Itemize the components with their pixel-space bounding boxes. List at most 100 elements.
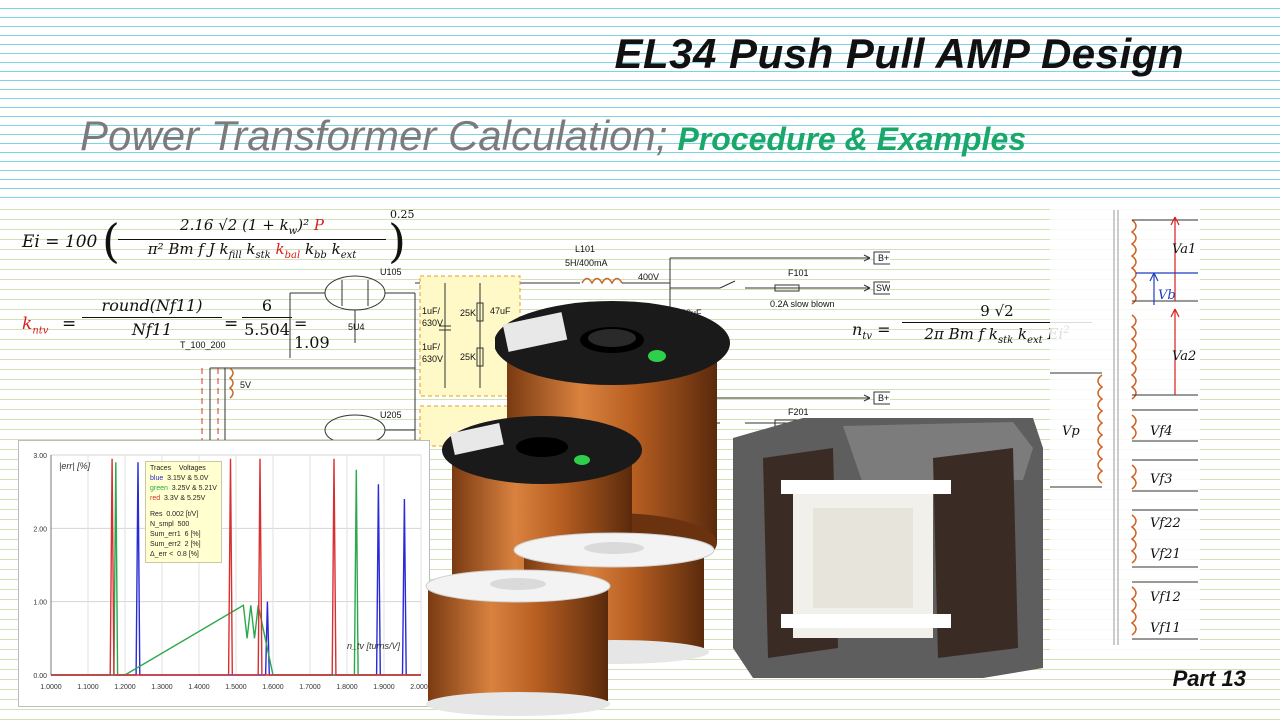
winding-vf2 (1130, 514, 1137, 564)
ntv-lhs: ntv = (852, 320, 891, 343)
choke-spec: 5H/400mA (565, 258, 608, 268)
choke-label: L101 (575, 244, 595, 254)
legend-color-green: green (150, 485, 168, 492)
stat-value: 6 (184, 531, 189, 538)
x-tick-label: 1.6000 (262, 684, 284, 691)
stat-value: 0.8 (177, 551, 187, 558)
output-b-plus-2-label: B+ (878, 393, 889, 403)
legend-stat-sum1: Sum_err1 6 [%] (150, 530, 217, 540)
legend-value-green: 3.25V & 5.21V (171, 485, 217, 492)
stat-value: 2 (184, 541, 189, 548)
x-tick-label: 1.8000 (336, 684, 358, 691)
ei-paren-right: ) (388, 214, 406, 268)
series-line-red (51, 458, 421, 676)
cap1-label: 1uF/ (422, 306, 441, 316)
kntv-denominator: Nf11 (131, 320, 173, 339)
x-tick-label: 1.7000 (299, 684, 321, 691)
kntv-fraction: round(Nf11) Nf11 (82, 296, 222, 339)
wire-spool-small-front (425, 569, 611, 716)
ei-numerator: 2.16 √2 (1 + kw)² P (180, 216, 324, 237)
kntv-bar (82, 317, 222, 318)
kntv-fraction-2: 6 5.504 (242, 296, 292, 339)
ei-lhs: Ei = 100 (22, 232, 98, 252)
label-vb: Vb (1158, 288, 1176, 303)
stat-key: Δ_err < (150, 551, 174, 558)
y-tick-label: 1.00 (33, 600, 47, 607)
ei-fraction: 2.16 √2 (1 + kw)² P π² Bm f J kfill kstk… (118, 216, 386, 261)
cap2-label: 1uF/ (422, 342, 441, 352)
kntv-mid-num: 6 (261, 296, 273, 315)
label-vf4: Vf4 (1150, 424, 1172, 439)
stat-key: Res (150, 511, 163, 518)
winding-va2 (1130, 314, 1137, 400)
label-vf11: Vf11 (1150, 621, 1181, 636)
kntv-lhs: kntv (22, 314, 49, 337)
legend-row-green: green 3.25V & 5.21V (150, 484, 217, 494)
transformer-winding-diagram: Va1 Vb Va2 Vp Vf4 Vf3 Vf22 Vf21 Vf12 Vf1… (1050, 205, 1200, 650)
y-tick-label: 0.00 (33, 673, 47, 680)
label-vf22: Vf22 (1150, 516, 1181, 531)
y-tick-label: 3.00 (33, 453, 47, 460)
stat-key: Sum_err1 (150, 531, 181, 538)
legend-value-blue: 3.15V & 5.0V (167, 475, 209, 482)
legend-row-blue: blue 3.15V & 5.0V (150, 474, 217, 484)
label-va2: Va2 (1172, 349, 1196, 364)
legend-value-red: 3.3V & 5.25V (164, 495, 206, 502)
kntv-mid-den: 5.504 (244, 320, 290, 339)
fuse1-spec: 0.2A slow blown (770, 299, 835, 309)
cap1-rating: 630V (422, 318, 443, 328)
output-b-plus-1 (873, 251, 890, 265)
kntv-bar-2 (242, 317, 292, 318)
winding-vf1 (1130, 586, 1137, 636)
legend-row-red: red 3.3V & 5.25V (150, 494, 217, 504)
legend-header-voltages: Voltages (178, 465, 206, 472)
legend-color-blue: blue (150, 475, 164, 482)
stat-key: Sum_err2 (150, 541, 181, 548)
ei-equation: Ei = 100 ( 2.16 √2 (1 + kw)² P π² Bm f J… (22, 208, 422, 272)
y-tick-label: 2.00 (33, 526, 47, 533)
stat-key: N_smpl (150, 521, 174, 528)
winding-vp (1097, 374, 1104, 484)
x-tick-label: 1.1000 (77, 684, 99, 691)
stat-value: 0.002 (166, 511, 184, 518)
x-tick-label: 1.2000 (114, 684, 136, 691)
page-title: EL34 Push Pull AMP Design (614, 30, 1184, 77)
cap3-label: 47uF (490, 306, 511, 316)
stat-unit: [t/V] (185, 511, 199, 518)
kntv-equals: = (62, 314, 77, 334)
kntv-result: = 1.09 (294, 314, 330, 352)
ei-paren-left: ( (102, 214, 120, 268)
output-b-plus-2 (873, 391, 890, 405)
tube2-label: U205 (380, 410, 402, 420)
x-tick-label: 1.3000 (151, 684, 173, 691)
series-line-green (51, 462, 421, 676)
ei-fraction-bar (118, 239, 386, 240)
legend-header-traces: Traces (150, 465, 172, 472)
ei-denominator: π² Bm f J kfill kstk kbal kbb kext (147, 240, 357, 261)
x-tick-label: 1.4000 (188, 684, 210, 691)
heater-label: 5V (240, 380, 251, 390)
stat-unit: [%] (190, 541, 201, 548)
graph-legend: Traces Voltages blue 3.15V & 5.0V green … (145, 461, 222, 563)
psu-schematic: L101 5H/400mA 400V U105 5U4 U205 F101 0.… (201, 244, 890, 448)
legend-header: Traces Voltages (150, 464, 217, 474)
stat-value: 500 (177, 521, 190, 528)
label-vf12: Vf12 (1150, 590, 1181, 605)
output-b-plus-1-label: B+ (878, 253, 889, 263)
kntv-equation: kntv = round(Nf11) Nf11 = 6 5.504 = 1.09… (22, 296, 342, 356)
label-vf21: Vf21 (1150, 547, 1181, 562)
output-swb-plus (873, 281, 890, 295)
graph-y-label: |err| [%] (59, 461, 91, 471)
fuse1-label: F101 (788, 268, 809, 278)
subtitle-main: Power Transformer Calculation; (80, 112, 668, 159)
subtitle-accent: Procedure & Examples (677, 121, 1027, 157)
winding-vf3 (1130, 464, 1137, 490)
stat-unit: [%] (188, 551, 199, 558)
kntv-equals-2: = (224, 314, 239, 334)
subtitle: Power Transformer Calculation;Procedure … (80, 112, 1026, 160)
graph-x-label: n_tv [turns/V] (347, 641, 401, 651)
legend-stat-res: Res 0.002 [t/V] (150, 510, 217, 520)
ei-exponent: 0.25 (390, 208, 415, 221)
kntv-numerator: round(Nf11) (101, 296, 203, 315)
